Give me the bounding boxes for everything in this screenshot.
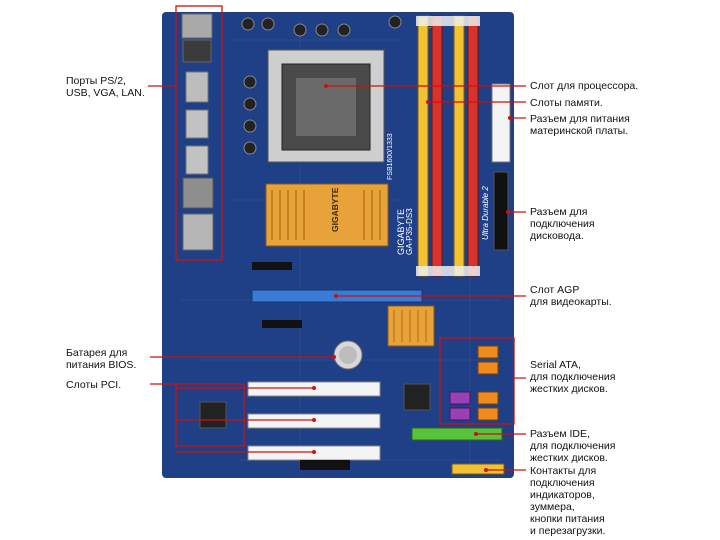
pci-callout-dot-3 [312, 450, 316, 454]
label-ports: Порты PS/2, USB, VGA, LAN. [66, 75, 145, 99]
ide-callout-dot [474, 432, 478, 436]
io-chip [199, 401, 227, 429]
sata-connectors [449, 345, 499, 421]
pci-callout-dot-1 [312, 386, 316, 390]
label-front-panel: Контакты для подключения индикаторов, зу… [530, 465, 606, 537]
label-pci: Слоты PCI. [66, 379, 122, 391]
pci-callout-dot-2 [312, 418, 316, 422]
feature-vertical-text: Ultra Durable 2 [481, 186, 490, 240]
model-vertical-text: GA-P35-DS3 [405, 208, 414, 255]
label-ide: Разъем IDE, для подключения жестких диск… [530, 428, 616, 464]
label-floppy-connector: Разъем для подключения дисковода. [530, 206, 595, 242]
ports-frame [175, 5, 223, 261]
memory-slots [416, 15, 480, 277]
southbridge-heatsink [387, 305, 435, 347]
audio-chip [403, 383, 431, 411]
bottom-header [300, 460, 350, 470]
brand-vertical-text: GIGABYTE [396, 209, 406, 255]
label-power-connector: Разъем для питания материнской платы. [530, 113, 630, 137]
chipset-heatsink: GIGABYTE [265, 183, 389, 247]
label-cpu-socket: Слот для процессора. [530, 80, 639, 92]
label-agp-slot: Слот AGP для видеокарты. [530, 284, 612, 308]
callout-dots [312, 84, 512, 472]
label-sata: Serial ATA, для подключения жестких диск… [530, 359, 616, 395]
memory-callout-dot [426, 100, 430, 104]
pcie-x1-slot-2 [262, 320, 302, 328]
label-battery: Батарея для питания BIOS. [66, 347, 137, 371]
front-panel-callout-dot [484, 468, 488, 472]
front-panel-header [451, 463, 505, 475]
rear-io-ports [181, 13, 214, 251]
callout-lines [148, 85, 526, 471]
fsb-vertical-text: FSB1600/1333 [387, 133, 394, 180]
agp-callout-dot [334, 294, 338, 298]
pcie-x1-slot [252, 262, 292, 270]
callout-frames [175, 5, 515, 447]
floppy-callout-dot [506, 210, 510, 214]
atx-power-connector [491, 83, 511, 163]
cpu-socket [267, 49, 385, 163]
bios-battery-center [339, 346, 357, 364]
heatsink-brand-text: GIGABYTE [330, 187, 340, 232]
label-memory-slots: Слоты памяти. [530, 97, 603, 109]
sata-frame [439, 337, 515, 425]
pci-frame [175, 383, 245, 447]
cpu-callout-dot [324, 84, 328, 88]
battery-callout-dot [332, 355, 336, 359]
power-callout-dot [508, 116, 512, 120]
floppy-connector [493, 171, 509, 251]
